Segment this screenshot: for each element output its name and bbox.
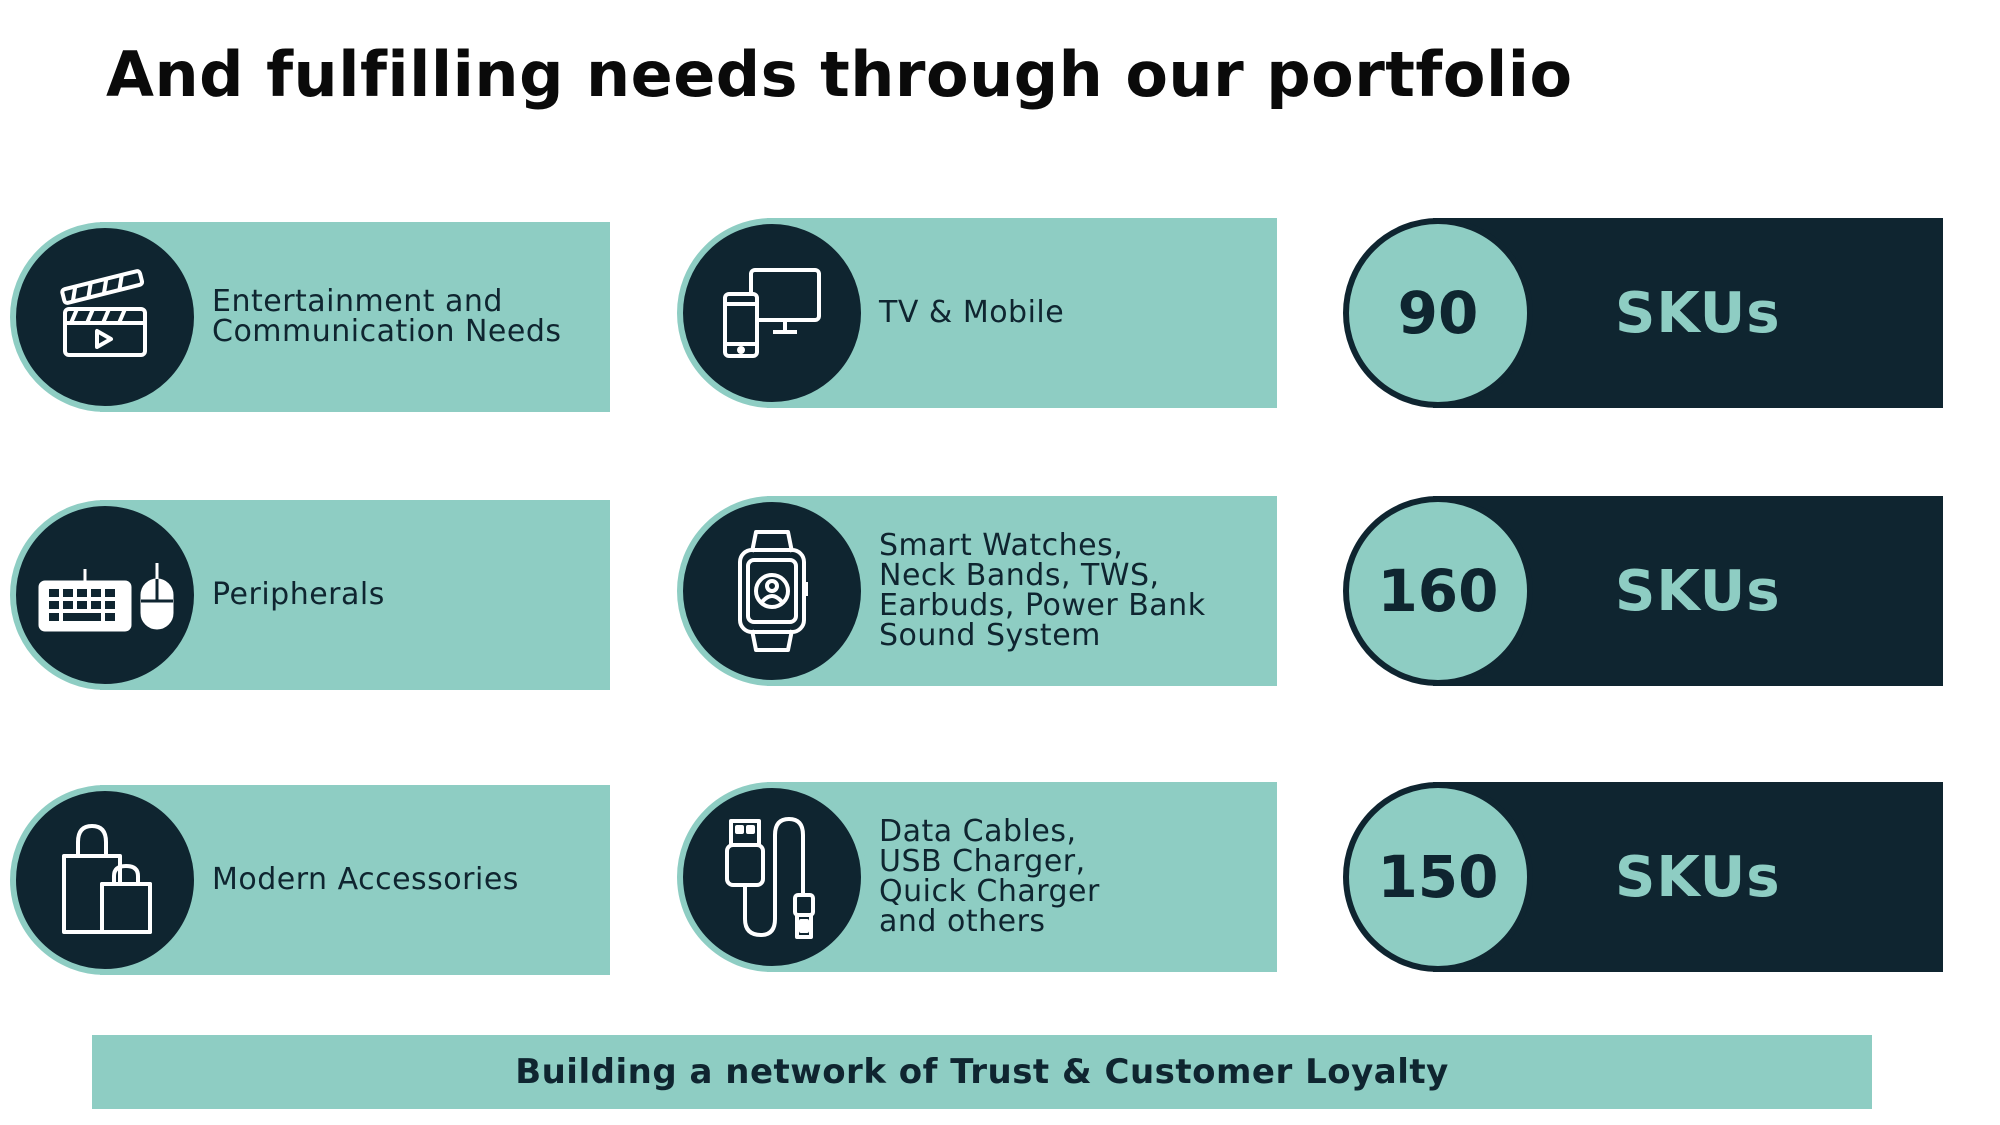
sku-count: 160 [1343, 496, 1533, 686]
sku-label: SKUs [1615, 280, 1781, 346]
need-label: Modern Accessories [212, 862, 519, 897]
keyboard-mouse-icon [10, 500, 200, 690]
product-card-cables: Data Cables, USB Charger, Quick Charger … [677, 782, 1277, 972]
need-label: Peripherals [212, 577, 385, 612]
smartwatch-icon [677, 496, 867, 686]
sku-card-row-1: 90 SKUs [1343, 218, 1943, 408]
clapperboard-icon [10, 222, 200, 412]
sku-count: 90 [1343, 218, 1533, 408]
sku-card-row-2: 160 SKUs [1343, 496, 1943, 686]
need-card-peripherals: Peripherals [10, 500, 610, 690]
sku-label: SKUs [1615, 558, 1781, 624]
page-title: And fulfilling needs through our portfol… [106, 38, 1573, 111]
sku-label: SKUs [1615, 844, 1781, 910]
sku-count: 150 [1343, 782, 1533, 972]
usb-cable-icon [677, 782, 867, 972]
product-label: Smart Watches, Neck Bands, TWS, Earbuds,… [879, 528, 1206, 653]
product-label: TV & Mobile [879, 295, 1065, 330]
tv-mobile-icon [677, 218, 867, 408]
sku-card-row-3: 150 SKUs [1343, 782, 1943, 972]
need-label: Entertainment and Communication Needs [212, 284, 562, 349]
product-card-wearables: Smart Watches, Neck Bands, TWS, Earbuds,… [677, 496, 1277, 686]
need-card-entertainment: Entertainment and Communication Needs [10, 222, 610, 412]
shopping-bags-icon [10, 785, 200, 975]
need-card-accessories: Modern Accessories [10, 785, 610, 975]
product-label: Data Cables, USB Charger, Quick Charger … [879, 814, 1100, 939]
product-card-tv-mobile: TV & Mobile [677, 218, 1277, 408]
footer-banner: Building a network of Trust & Customer L… [92, 1035, 1872, 1109]
